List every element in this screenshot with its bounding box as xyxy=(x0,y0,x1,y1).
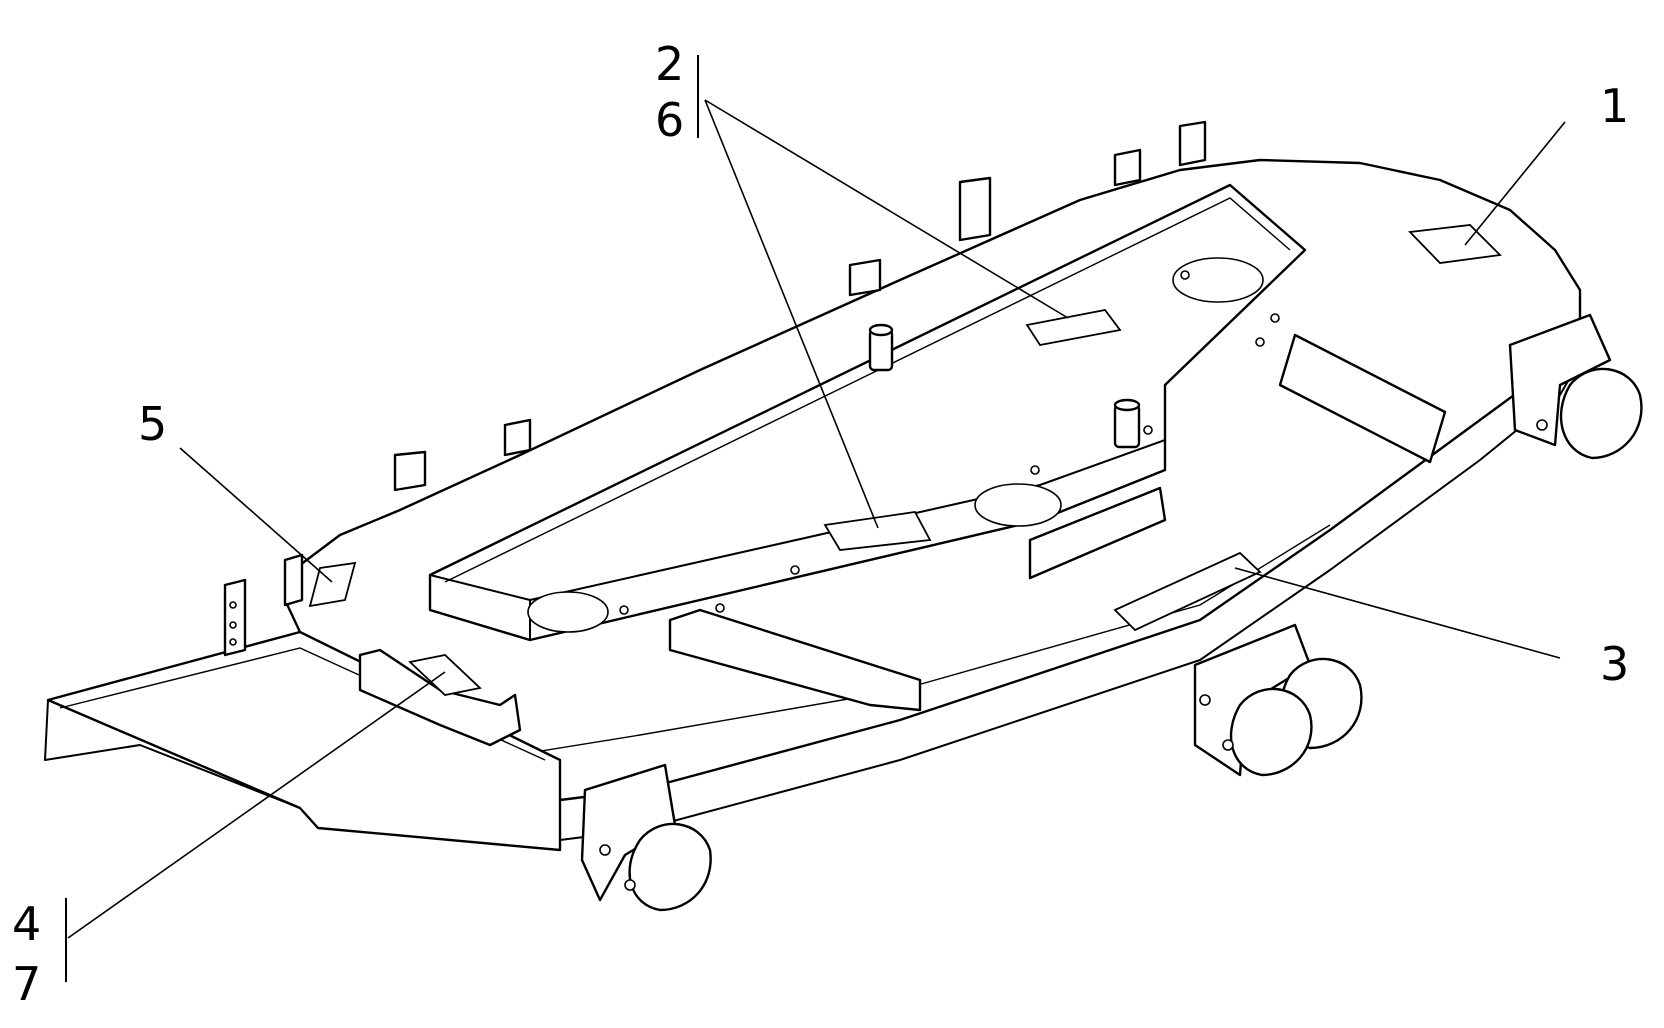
chute-bracket xyxy=(358,648,522,747)
callout-4: 4 xyxy=(12,897,41,951)
decal-4 xyxy=(408,654,482,696)
leader-5 xyxy=(179,447,333,583)
callout-5: 5 xyxy=(138,397,167,451)
callout-6: 6 xyxy=(655,93,684,147)
caster-wheel-front-right xyxy=(1193,623,1363,777)
callout-1: 1 xyxy=(1600,79,1629,133)
decals xyxy=(308,224,1502,696)
callout-2: 2 xyxy=(655,37,684,91)
decal-3 xyxy=(1113,551,1262,632)
decal-1 xyxy=(1408,224,1502,264)
leader-6 xyxy=(704,99,879,529)
baffles xyxy=(668,333,1447,712)
caster-wheel-front-left xyxy=(580,763,712,912)
back-brackets xyxy=(223,120,1207,657)
leader-1 xyxy=(1464,121,1566,246)
decal-2 xyxy=(1025,309,1122,346)
callout-3: 3 xyxy=(1600,637,1629,691)
leader-lines xyxy=(67,99,1566,939)
decal-5 xyxy=(308,561,357,608)
spindle-housing xyxy=(428,183,1307,642)
leader-3 xyxy=(1234,567,1561,659)
leader-4 xyxy=(67,671,446,939)
callout-7: 7 xyxy=(12,957,41,1011)
leader-2 xyxy=(704,99,1069,319)
caster-wheel-rear-right xyxy=(1508,313,1643,460)
decal-6 xyxy=(823,511,932,551)
